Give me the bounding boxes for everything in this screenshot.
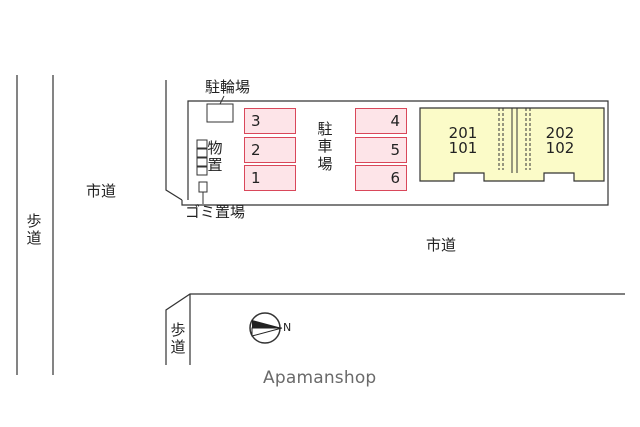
parking-slot-5: 5 — [355, 137, 407, 163]
storage-box — [196, 139, 208, 149]
unit-101: 101 — [448, 139, 478, 157]
north-label: N — [283, 321, 292, 334]
parking-slot-2: 2 — [244, 137, 296, 163]
parking-slot-3: 3 — [244, 108, 296, 134]
garbage-box — [198, 181, 208, 193]
bicycle-parking-label: 駐輪場 — [205, 78, 251, 96]
parking-slot-6: 6 — [355, 165, 407, 191]
north-arrow-icon — [249, 312, 283, 344]
storage-label: 物置 — [207, 139, 223, 175]
city-road-left-label: 市道 — [86, 182, 117, 200]
parking-label: 駐車場 — [317, 120, 333, 173]
unit-202: 202 — [545, 124, 575, 142]
parking-slot-1: 1 — [244, 165, 296, 191]
storage-box — [196, 166, 208, 176]
storage-box — [196, 157, 208, 167]
bicycle-parking-leader — [219, 95, 225, 105]
sidewalk-bottom-label: 歩道 — [170, 321, 186, 357]
watermark: Apamanshop — [263, 368, 377, 388]
property-boundary — [165, 80, 609, 206]
road-edge-bottom — [165, 293, 625, 365]
city-road-right-label: 市道 — [426, 236, 457, 254]
unit-201: 201 — [448, 124, 478, 142]
sidewalk-left-label: 歩道 — [26, 212, 42, 248]
garbage-label: ゴミ置場 — [185, 203, 246, 221]
parking-slot-4: 4 — [355, 108, 407, 134]
unit-102: 102 — [545, 139, 575, 157]
bicycle-parking-box — [206, 103, 234, 123]
storage-box — [196, 148, 208, 158]
